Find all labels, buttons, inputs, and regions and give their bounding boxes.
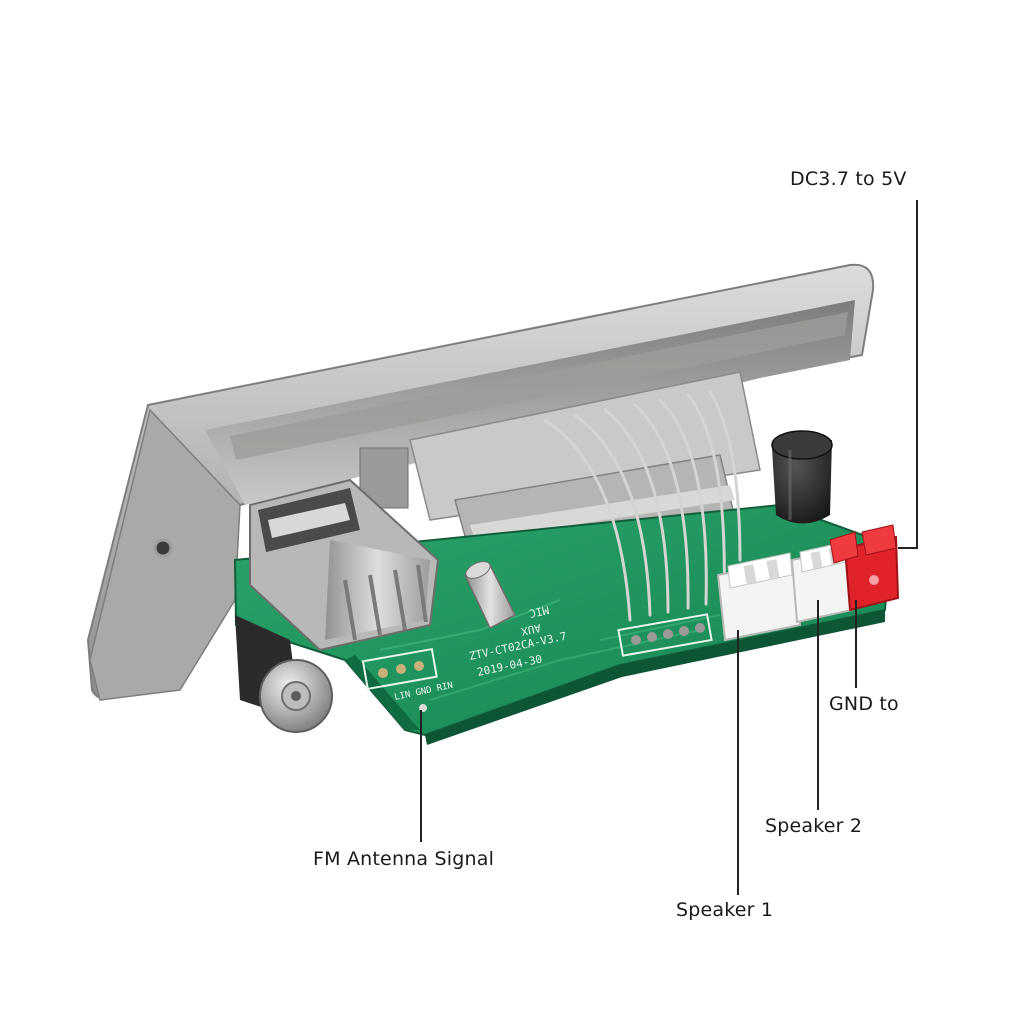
gnd-label: GND to	[829, 693, 899, 715]
leader-lines	[420, 200, 918, 895]
pcb-aux-marking: AUX	[520, 621, 543, 638]
pcb-mic-marking: MIC	[528, 603, 550, 620]
crystal	[463, 561, 517, 630]
mount-hole	[153, 538, 173, 558]
speaker-1-label: Speaker 1	[676, 899, 774, 921]
dc-leader-line	[898, 200, 918, 549]
audio-jack	[235, 615, 333, 733]
speaker-1-connector	[716, 552, 802, 642]
speaker-2-label: Speaker 2	[765, 815, 863, 837]
usb-port	[249, 478, 440, 652]
capacitor	[771, 430, 833, 524]
dc-power-label: DC3.7 to 5V	[790, 168, 907, 190]
fm-antenna-label: FM Antenna Signal	[313, 848, 495, 870]
power-connector	[829, 524, 900, 612]
speaker-2-connector	[790, 541, 854, 624]
jumper-wires	[543, 390, 742, 622]
